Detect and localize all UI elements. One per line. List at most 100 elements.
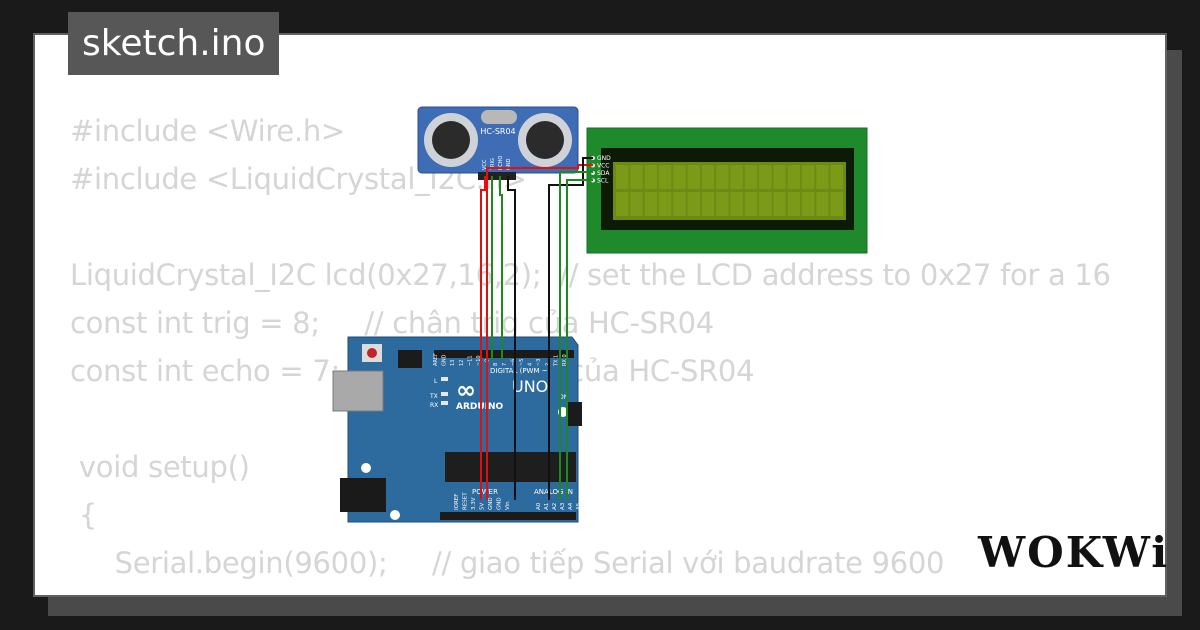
lcd-cell: [673, 192, 686, 216]
reset-button: [367, 348, 377, 358]
lcd-cell: [644, 165, 658, 189]
power-jack: [340, 478, 386, 512]
led-rx: [441, 401, 448, 405]
sensor-pin-label: TRIG: [490, 158, 496, 171]
analog-pin-label: A3: [560, 502, 566, 510]
arduino-brand: ARDUINO: [456, 402, 504, 412]
sensor-crystal: [481, 110, 517, 124]
lcd-cell: [616, 165, 629, 189]
lcd-cell: [730, 192, 743, 216]
usb-port: [332, 370, 384, 412]
power-pin-label: 5V: [480, 503, 486, 510]
atmega-chip: [445, 452, 576, 482]
mount-hole-2: [390, 510, 400, 520]
digital-pin-label: 2: [545, 363, 551, 366]
lcd-cell: [716, 165, 729, 189]
led-tx-label: TX: [429, 393, 438, 400]
digital-pin-label: 12: [459, 360, 465, 366]
lcd-cell: [701, 165, 715, 189]
sensor-mesh-right: [526, 121, 564, 159]
wire-sensor-echo: [499, 176, 503, 360]
code-listing: #include <Wire.h>#include <LiquidCrystal…: [70, 107, 1130, 595]
lcd-cell: [787, 192, 801, 216]
power-pin-label: IOREF: [454, 494, 460, 510]
power-label: POWER: [472, 488, 498, 496]
lcd-cell: [801, 165, 815, 189]
code-line: {: [70, 498, 98, 532]
digital-label: DIGITAL (PWM ~): [490, 367, 551, 375]
lcd-cell: [816, 165, 829, 189]
power-pin-label: 3.3V: [471, 497, 477, 510]
led-rx-label: RX: [430, 402, 438, 409]
wokwi-logo: WOKWi: [978, 528, 1170, 577]
wire-sensor-gnd: [507, 176, 516, 500]
led-tx: [441, 392, 448, 396]
lcd-pin-label: SCL: [597, 178, 609, 185]
code-line: const int trig = 8; // chân trig của HC-…: [70, 306, 714, 340]
sensor-pin-label: GND: [506, 158, 512, 170]
on-label: ON: [559, 394, 568, 401]
digital-pin-label: AREF: [433, 353, 439, 366]
analog-pin-label: A2: [552, 503, 558, 510]
lcd-cell: [744, 165, 758, 189]
sensor-pin-label: VCC: [482, 159, 488, 170]
digital-pin-label: ~11: [467, 355, 473, 366]
lcd-cell: [773, 165, 786, 189]
sensor-mesh-left: [432, 121, 470, 159]
digital-pin-label: TX 1: [553, 355, 559, 367]
lcd-cell: [801, 192, 815, 216]
led-l: [441, 377, 448, 381]
wires: [480, 157, 593, 500]
digital-pin-label: GND: [442, 354, 448, 366]
sensor-header: [478, 172, 516, 180]
digital-header: [434, 350, 574, 358]
wire-lcd-gnd: [548, 157, 593, 500]
lcd-cell: [630, 165, 643, 189]
power-pin-label: GND: [488, 497, 494, 510]
sensor-pin-label: ECHO: [498, 156, 504, 170]
analog-pin-label: A0: [536, 502, 542, 510]
lcd-cell: [687, 165, 700, 189]
lcd-cell: [830, 165, 843, 189]
lcd-cell: [658, 165, 672, 189]
analog-pin-label: A1: [544, 503, 550, 510]
lcd-cell: [773, 192, 786, 216]
lcd-pin-label: VCC: [597, 163, 609, 170]
sensor-label: HC-SR04: [480, 127, 515, 136]
wire-sensor-vcc: [480, 176, 486, 500]
lcd-cell: [730, 165, 743, 189]
lcd-pin-label: SDA: [597, 170, 610, 177]
arduino-model: UNO: [512, 377, 548, 396]
lcd-cell: [644, 192, 658, 216]
digital-pin-label: ~3: [536, 359, 542, 366]
code-line: LiquidCrystal_I2C lcd(0x27,16,2); // set…: [70, 258, 1111, 292]
power-pin-label: RESET: [463, 492, 469, 510]
lcd-cells: [616, 165, 843, 216]
preview-card: #include <Wire.h>#include <LiquidCrystal…: [33, 33, 1167, 597]
lcd-cell: [701, 192, 715, 216]
lcd-cell: [816, 192, 829, 216]
analog-pin-label: A5: [576, 502, 582, 510]
wire-lcd-sda: [559, 171, 593, 500]
lcd-cell: [687, 192, 700, 216]
code-line: #include <LiquidCrystal_I2C.h>: [70, 162, 527, 196]
lcd-cell: [658, 192, 672, 216]
digital-pin-label: 8: [493, 363, 499, 366]
led-l-label: L: [434, 378, 438, 385]
power-pin-label: GND: [497, 497, 503, 510]
mount-hole-1: [361, 463, 371, 473]
analog-label: ANALOG IN: [534, 488, 573, 496]
lcd-cell: [616, 192, 629, 216]
code-line: Serial.begin(9600); // giao tiếp Serial …: [70, 546, 945, 580]
lcd-cell: [673, 165, 686, 189]
lcd-cell: [830, 192, 843, 216]
bottom-header: [440, 512, 576, 520]
icsp-header: [398, 350, 422, 368]
